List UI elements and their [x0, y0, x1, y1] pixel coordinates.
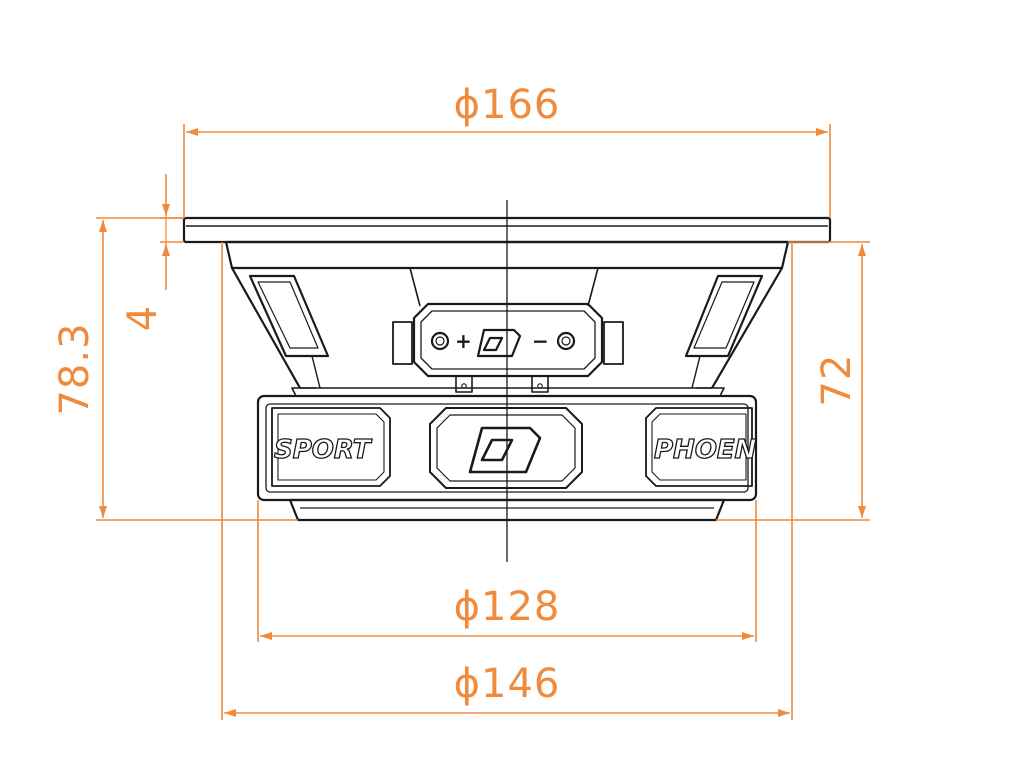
brand-logo-icon [468, 328, 542, 474]
badge-left-text: SPORT [274, 435, 373, 465]
dim-label-overall-diameter: ϕ166 [454, 82, 561, 128]
badge-left-frame [271, 407, 391, 487]
badge-center-frame [429, 407, 583, 489]
terminal-plate [392, 302, 624, 393]
dim-label-body-depth: 72 [814, 354, 860, 407]
terminal-plus-label: + [455, 329, 472, 353]
basket-side-right [711, 267, 783, 389]
dim-label-magnet-diameter: ϕ128 [454, 584, 561, 630]
dim-label-total-depth: 78.3 [52, 322, 98, 415]
badge-right-text: PHOEN [654, 435, 757, 465]
terminal-minus-label: − [532, 329, 549, 353]
dim-label-basket-diameter: ϕ146 [454, 661, 561, 707]
dim-label-flange-thickness: 4 [120, 305, 166, 331]
basket-side-left [231, 267, 301, 389]
terminal-screw-right [556, 331, 576, 351]
basket-window-right [684, 274, 764, 358]
speaker-outline [182, 216, 832, 522]
dimension-lines [96, 124, 870, 720]
basket-window-left [248, 274, 330, 358]
badge-right-frame [645, 407, 753, 487]
terminal-screw-left [430, 331, 450, 351]
